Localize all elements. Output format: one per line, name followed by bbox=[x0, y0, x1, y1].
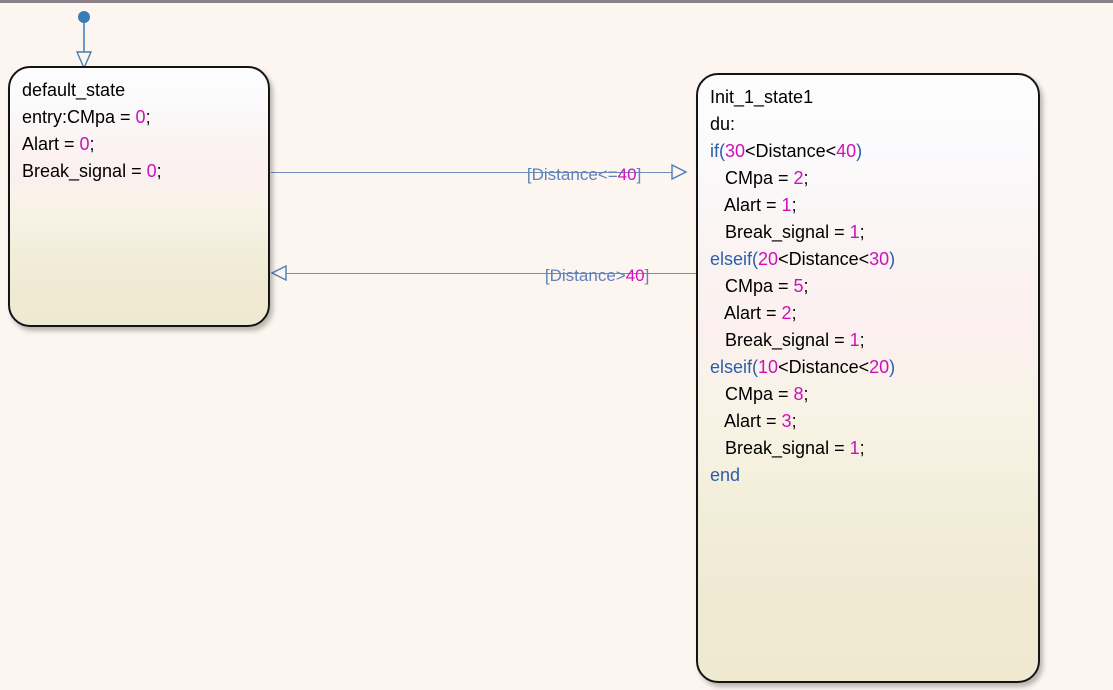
code-token: Break_signal = bbox=[22, 161, 147, 181]
transition-arrowhead-init-to-default bbox=[270, 264, 287, 282]
code-token: <Distance< bbox=[778, 357, 870, 377]
state-code-line: Alart = 1; bbox=[710, 192, 1038, 219]
state-code-line: Break_signal = 1; bbox=[710, 219, 1038, 246]
window-top-strip bbox=[0, 0, 1113, 3]
code-token: ; bbox=[859, 330, 865, 350]
default-transition-dot bbox=[78, 11, 90, 23]
code-token: ; bbox=[145, 107, 151, 127]
code-token: <Distance< bbox=[778, 249, 870, 269]
code-token: 1 bbox=[849, 222, 860, 242]
code-token: ; bbox=[89, 134, 95, 154]
code-token: 8 bbox=[793, 384, 804, 404]
code-token: ; bbox=[156, 161, 162, 181]
code-token: CMpa = bbox=[710, 168, 794, 188]
code-token: CMpa = bbox=[710, 276, 794, 296]
code-token: ; bbox=[803, 384, 809, 404]
code-token: 30 bbox=[725, 141, 746, 161]
code-token: 1 bbox=[781, 195, 792, 215]
code-token: 0 bbox=[146, 161, 157, 181]
code-token: 2 bbox=[781, 303, 792, 323]
transition-arrowhead-default-to-init bbox=[671, 163, 688, 181]
code-token: 1 bbox=[849, 438, 860, 458]
state-code-line: CMpa = 5; bbox=[710, 273, 1038, 300]
label-part: ] bbox=[644, 266, 650, 285]
transition-line-init-to-default[interactable] bbox=[282, 273, 696, 274]
label-number: 40 bbox=[617, 165, 637, 184]
code-token: elseif bbox=[710, 249, 753, 269]
state-code-line: elseif(20<Distance<30) bbox=[710, 246, 1038, 273]
code-token: 0 bbox=[79, 134, 90, 154]
code-token: Alart = bbox=[710, 303, 782, 323]
code-token: Alart = bbox=[22, 134, 80, 154]
label-number: 40 bbox=[625, 266, 645, 285]
transition-label-init-to-default[interactable]: [Distance>40] bbox=[526, 246, 649, 306]
code-token: ; bbox=[803, 276, 809, 296]
state-code-line: Alart = 2; bbox=[710, 300, 1038, 327]
label-part: ] bbox=[636, 165, 642, 184]
state-code-line: if(30<Distance<40) bbox=[710, 138, 1038, 165]
code-token: 1 bbox=[849, 330, 860, 350]
state-code-line: Break_signal = 1; bbox=[710, 435, 1038, 462]
code-token: ) bbox=[889, 249, 896, 269]
code-token: 20 bbox=[758, 249, 779, 269]
state-code-line: Break_signal = 1; bbox=[710, 327, 1038, 354]
state-code-line: Alart = 3; bbox=[710, 408, 1038, 435]
transition-label-default-to-init[interactable]: [Distance<=40] bbox=[508, 145, 641, 205]
default-transition-arrowhead bbox=[75, 51, 93, 70]
state-code-line: CMpa = 2; bbox=[710, 165, 1038, 192]
code-token: ( bbox=[719, 141, 725, 161]
default-transition-marker[interactable] bbox=[70, 10, 100, 72]
code-token: 20 bbox=[869, 357, 890, 377]
code-token: CMpa = bbox=[710, 384, 794, 404]
code-token: entry:CMpa = bbox=[22, 107, 136, 127]
code-token: ; bbox=[859, 222, 865, 242]
code-token: Break_signal = bbox=[710, 438, 850, 458]
code-token: ; bbox=[803, 168, 809, 188]
code-token: ( bbox=[752, 357, 759, 377]
label-part: [Distance<= bbox=[526, 165, 618, 184]
code-token: 2 bbox=[793, 168, 804, 188]
state-code-line: Alart = 0; bbox=[22, 131, 268, 158]
code-token: Init_1_state1 bbox=[710, 87, 814, 107]
state-code-line: Init_1_state1 bbox=[710, 84, 1038, 111]
code-token: ; bbox=[791, 411, 797, 431]
state-code-line: Break_signal = 0; bbox=[22, 158, 268, 185]
code-token: ) bbox=[856, 141, 863, 161]
code-token: ) bbox=[889, 357, 896, 377]
state-code-line: default_state bbox=[22, 77, 268, 104]
state-code-line: entry:CMpa = 0; bbox=[22, 104, 268, 131]
code-token: elseif bbox=[710, 357, 753, 377]
code-token: 40 bbox=[836, 141, 857, 161]
state-code-line: end bbox=[710, 462, 1038, 489]
state-code-line: elseif(10<Distance<20) bbox=[710, 354, 1038, 381]
code-token: du: bbox=[710, 114, 736, 134]
code-token: <Distance< bbox=[745, 141, 837, 161]
code-token: 3 bbox=[781, 411, 792, 431]
code-token: ; bbox=[859, 438, 865, 458]
code-token: Alart = bbox=[710, 411, 782, 431]
code-token: Break_signal = bbox=[710, 330, 850, 350]
code-token: end bbox=[710, 465, 741, 485]
state-code-line: CMpa = 8; bbox=[710, 381, 1038, 408]
transition-line-default-to-init[interactable] bbox=[271, 172, 681, 173]
code-token: 0 bbox=[135, 107, 146, 127]
code-token: if bbox=[710, 141, 719, 161]
code-token: ; bbox=[791, 195, 797, 215]
code-token: Alart = bbox=[710, 195, 782, 215]
code-token: 5 bbox=[793, 276, 804, 296]
code-token: ( bbox=[752, 249, 759, 269]
code-token: Break_signal = bbox=[710, 222, 850, 242]
code-token: 10 bbox=[758, 357, 779, 377]
code-token: default_state bbox=[22, 80, 126, 100]
code-token: ; bbox=[791, 303, 797, 323]
label-part: [Distance> bbox=[544, 266, 626, 285]
state-code-line: du: bbox=[710, 111, 1038, 138]
code-token: 30 bbox=[869, 249, 890, 269]
